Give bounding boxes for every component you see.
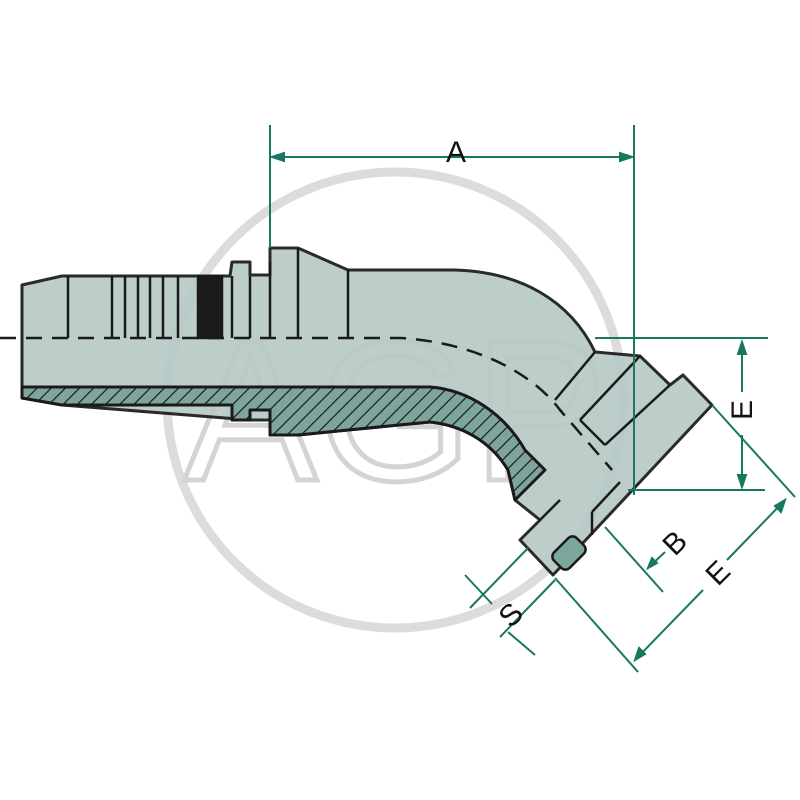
fitting-body xyxy=(0,246,714,577)
dimension-label-e-diagonal: E xyxy=(700,555,737,592)
dimension-label-e-vertical: E xyxy=(726,400,759,420)
dimension-lines xyxy=(268,125,796,673)
dimension-label-a: A xyxy=(446,136,466,169)
dimension-label-b: B xyxy=(657,525,694,562)
